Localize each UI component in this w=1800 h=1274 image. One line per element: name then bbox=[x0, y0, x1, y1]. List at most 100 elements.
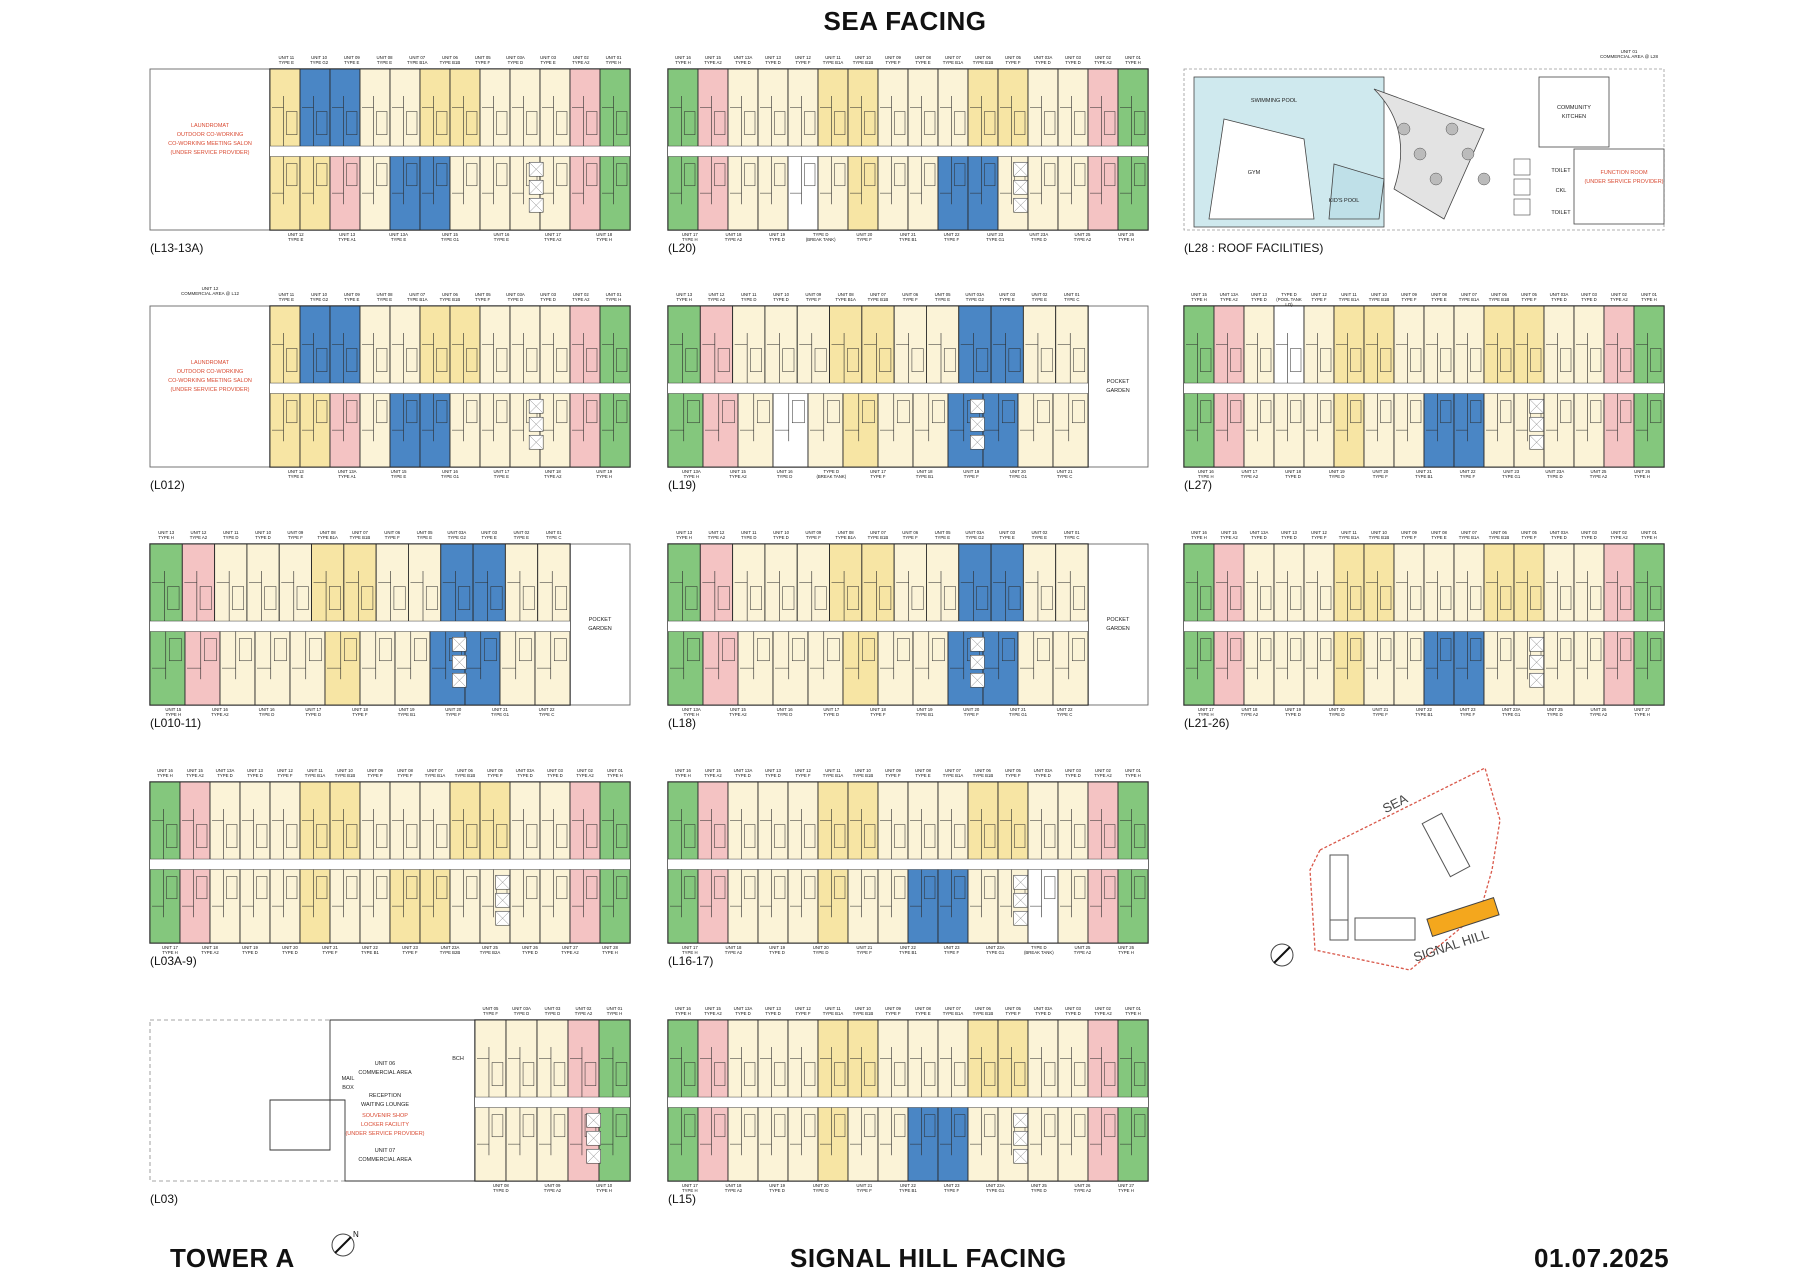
unit-label: UNIT 01 TYPE C bbox=[1063, 292, 1080, 302]
floor-plan-label: (L010-11) bbox=[150, 716, 202, 730]
bathroom-outline bbox=[1590, 586, 1602, 610]
unit-label: UNIT 05 TYPE E bbox=[934, 530, 951, 540]
unit-label: UNIT 13A TYPE D bbox=[733, 768, 753, 778]
unit-label: UNIT 17 TYPE F bbox=[869, 469, 886, 479]
unit-label: UNIT 23A TYPE G1 bbox=[1501, 707, 1521, 717]
bathroom-outline bbox=[804, 111, 816, 135]
unit-label: UNIT 13A TYPE A1 bbox=[337, 469, 357, 479]
unit-label: UNIT 10 TYPE G2 bbox=[310, 55, 329, 65]
bathroom-outline bbox=[744, 163, 756, 187]
bathroom-outline bbox=[814, 348, 827, 372]
bathroom-outline bbox=[879, 586, 892, 610]
unit-label: UNIT 18 TYPE F bbox=[869, 707, 886, 717]
bathroom-outline bbox=[1620, 638, 1632, 662]
bathroom-outline bbox=[316, 348, 328, 372]
pocket-garden-label: POCKET GARDEN bbox=[1106, 379, 1130, 395]
unit-cell bbox=[569, 305, 601, 384]
unit-label: UNIT 20 TYPE D bbox=[812, 945, 829, 955]
unit-label: UNIT 15 TYPE A2 bbox=[729, 707, 747, 717]
bathroom-outline bbox=[1200, 586, 1212, 610]
unit-label: UNIT 03 TYPE E bbox=[999, 530, 1016, 540]
bathroom-outline bbox=[782, 586, 795, 610]
bathroom-outline bbox=[847, 586, 859, 610]
bathroom-outline bbox=[522, 1114, 535, 1138]
bathroom-outline bbox=[924, 1114, 936, 1138]
unit-label: UNIT 23 TYPE G1 bbox=[986, 232, 1005, 242]
coworking-area bbox=[149, 305, 271, 468]
unit-label: UNIT 26 TYPE H bbox=[1118, 232, 1135, 242]
unit-label: UNIT 05 TYPE F bbox=[1005, 768, 1021, 778]
bathroom-outline bbox=[1350, 348, 1362, 372]
unit-label: UNIT 23A TYPE B2B bbox=[439, 945, 461, 955]
bathroom-outline bbox=[616, 348, 628, 372]
bathroom-outline bbox=[586, 876, 598, 900]
unit-label: UNIT 07 TYPE B1A bbox=[1458, 292, 1480, 302]
unit-label: UNIT 18 TYPE F bbox=[351, 707, 368, 717]
bathroom-outline bbox=[1440, 348, 1452, 372]
unit-label: UNIT 19 TYPE D bbox=[769, 945, 786, 955]
bathroom-outline bbox=[316, 824, 328, 848]
bathroom-outline bbox=[204, 638, 217, 662]
floor-plan-drawing bbox=[1183, 305, 1665, 468]
unit-label: UNIT 07 TYPE B1A bbox=[1458, 530, 1480, 540]
unit-label: UNIT 06 TYPE B1B bbox=[972, 1006, 994, 1016]
bathroom-outline bbox=[1410, 400, 1422, 424]
bathroom-outline bbox=[346, 400, 358, 424]
tree-icon bbox=[1397, 122, 1411, 136]
bathroom-outline bbox=[1002, 400, 1015, 424]
unit-label: UNIT 19 TYPE B1 bbox=[397, 707, 416, 717]
floor-plan-label: (L28 : ROOF FACILITIES) bbox=[1184, 241, 1324, 255]
floor-plan-l13: (L13-13A)LAUNDROMAT OUTDOOR CO-WORKING C… bbox=[149, 55, 631, 280]
bathroom-outline bbox=[1530, 586, 1542, 610]
bathroom-outline bbox=[1044, 876, 1056, 900]
svg-text:N: N bbox=[353, 1230, 359, 1239]
site-plan: SEA SIGNAL HILL bbox=[1260, 760, 1520, 980]
bathroom-outline bbox=[196, 824, 208, 848]
function-room bbox=[1573, 148, 1665, 225]
unit-label: UNIT 25 TYPE A2 bbox=[1073, 232, 1092, 242]
bathroom-outline bbox=[1104, 824, 1116, 848]
unit-label: UNIT 13 TYPE D bbox=[247, 768, 263, 778]
bathroom-outline bbox=[586, 400, 598, 424]
bathroom-outline bbox=[522, 1062, 535, 1086]
bathroom-outline bbox=[586, 348, 598, 372]
bathroom-outline bbox=[346, 348, 358, 372]
unit-label: UNIT 12 TYPE F bbox=[1311, 530, 1327, 540]
bathroom-outline bbox=[1320, 586, 1332, 610]
unit-label: UNIT 03 TYPE E bbox=[481, 530, 498, 540]
unit-label: UNIT 01 TYPE C bbox=[545, 530, 562, 540]
unit-label: UNIT 19 TYPE D bbox=[1328, 469, 1345, 479]
unit-label: UNIT 18 TYPE A2 bbox=[1240, 707, 1259, 717]
bathroom-outline bbox=[526, 876, 538, 900]
unit-label: UNIT 11 TYPE D bbox=[740, 292, 757, 302]
coworking-area bbox=[149, 68, 271, 231]
kids-pool bbox=[1328, 163, 1385, 220]
unit-label: UNIT 11 TYPE B1A bbox=[1338, 292, 1360, 302]
bathroom-outline bbox=[496, 400, 508, 424]
bathroom-outline bbox=[256, 876, 268, 900]
corridor bbox=[668, 621, 1088, 632]
unit-label: UNIT 18 TYPE A2 bbox=[724, 945, 743, 955]
bathroom-outline bbox=[976, 348, 989, 372]
bathroom-outline bbox=[954, 1114, 966, 1138]
bathroom-outline bbox=[526, 348, 538, 372]
bathroom-outline bbox=[1320, 638, 1332, 662]
unit-label: UNIT 07 TYPE B1B bbox=[349, 530, 371, 540]
unit-label: UNIT 15 TYPE A2 bbox=[704, 1006, 722, 1016]
unit-label: UNIT 09 TYPE F bbox=[1401, 530, 1417, 540]
bathroom-outline bbox=[436, 400, 448, 424]
bathroom-outline bbox=[361, 586, 374, 610]
unit-cell bbox=[474, 1019, 507, 1098]
bathroom-outline bbox=[862, 400, 875, 424]
unit-label: UNIT 25 TYPE D bbox=[1030, 1183, 1047, 1193]
lift-icon bbox=[1513, 198, 1531, 216]
unit-label: UNIT 13A TYPE D bbox=[733, 1006, 753, 1016]
bathroom-outline bbox=[804, 163, 816, 187]
unit-label: UNIT 28 TYPE H bbox=[602, 945, 618, 955]
unit-label: UNIT 15 TYPE H bbox=[1191, 292, 1207, 302]
bathroom-outline bbox=[316, 111, 328, 135]
amenity-label: RECEPTION WAITING LOUNGE bbox=[360, 1093, 410, 1108]
